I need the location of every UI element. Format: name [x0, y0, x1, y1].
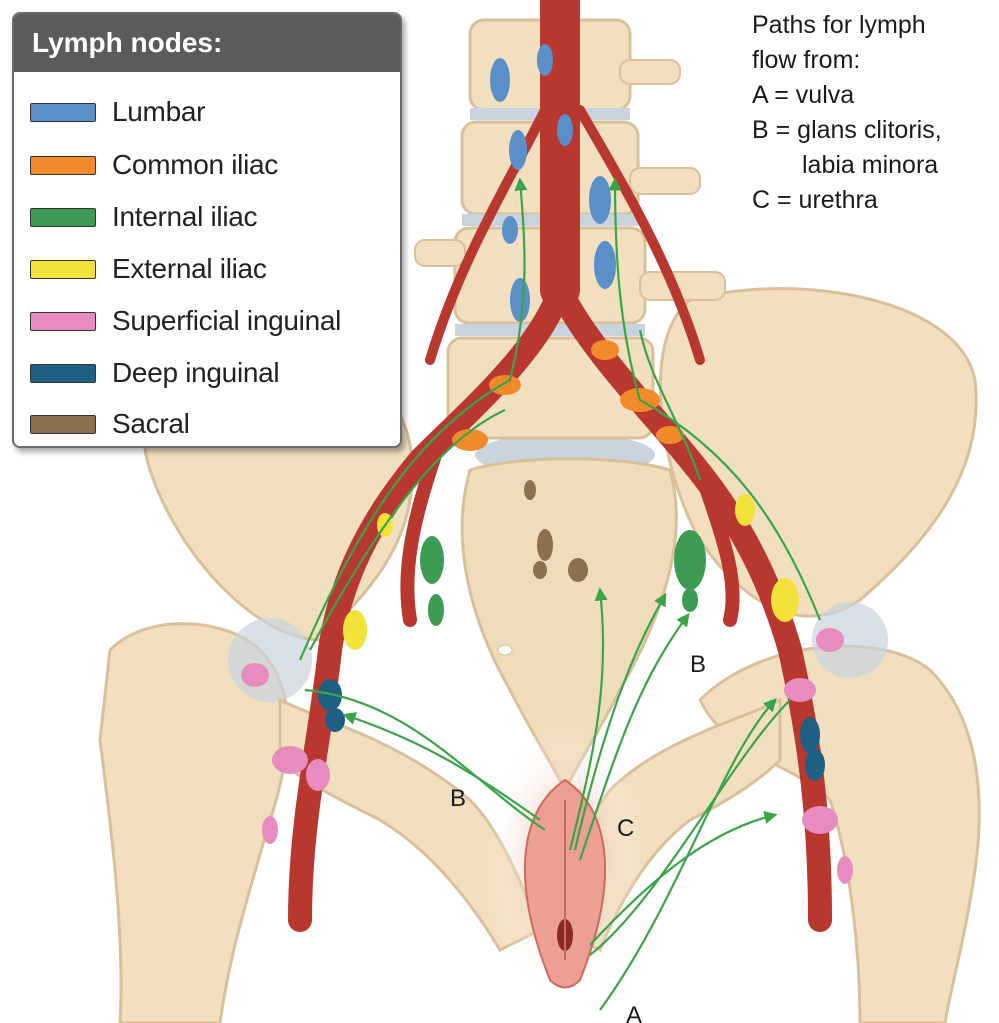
legend-item-common-iliac: Common iliac: [30, 145, 278, 185]
note-line: A = vulva: [752, 78, 942, 113]
note-line: flow from:: [752, 43, 942, 78]
path-label-c: C: [617, 815, 634, 842]
legend-item-lumbar: Lumbar: [30, 92, 205, 132]
legend-swatch: [30, 312, 96, 331]
legend-swatch: [30, 156, 96, 175]
note-line: Paths for lymph: [752, 8, 942, 43]
legend-label: Common iliac: [112, 149, 278, 181]
legend-label: Sacral: [112, 408, 190, 440]
legend-swatch: [30, 260, 96, 279]
legend-box: Lymph nodes: Lumbar Common iliac Interna…: [12, 12, 402, 448]
note-line: B = glans clitoris,: [752, 113, 942, 148]
note-line: labia minora: [752, 148, 942, 183]
legend-swatch: [30, 364, 96, 383]
note-line: C = urethra: [752, 183, 942, 218]
legend-label: Lumbar: [112, 96, 205, 128]
legend-item-superficial-inguinal: Superficial inguinal: [30, 301, 341, 341]
lymph-flow-note: Paths for lymph flow from: A = vulva B =…: [752, 8, 942, 218]
legend-label: Deep inguinal: [112, 357, 279, 389]
legend-label: Internal iliac: [112, 201, 257, 233]
path-label-b-right: B: [690, 651, 706, 678]
legend-label: Superficial inguinal: [112, 305, 341, 337]
legend-item-sacral: Sacral: [30, 404, 190, 444]
path-label-b-left: B: [450, 785, 466, 812]
legend-label: External iliac: [112, 253, 267, 285]
path-label-a: A: [626, 1002, 642, 1023]
legend-item-deep-inguinal: Deep inguinal: [30, 353, 279, 393]
legend-item-external-iliac: External iliac: [30, 249, 267, 289]
legend-swatch: [30, 103, 96, 122]
legend-item-internal-iliac: Internal iliac: [30, 197, 257, 237]
legend-swatch: [30, 415, 96, 434]
vulva: [485, 720, 645, 1000]
legend-swatch: [30, 208, 96, 227]
legend-title: Lymph nodes:: [14, 14, 400, 72]
